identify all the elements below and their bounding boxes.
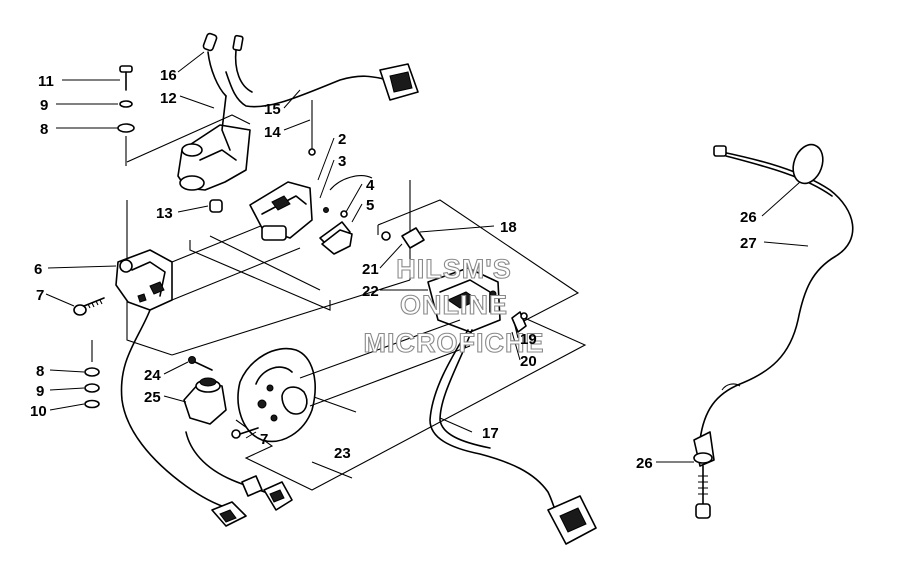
callout-9: 9 xyxy=(40,97,48,114)
callout-25: 25 xyxy=(144,389,161,406)
callout-17: 17 xyxy=(482,425,499,442)
screw-7-lower xyxy=(231,427,259,439)
callout-24: 24 xyxy=(144,367,161,384)
callout-15: 15 xyxy=(264,101,281,118)
callout-11: 11 xyxy=(38,73,54,90)
screw-7-upper xyxy=(73,297,105,316)
handlebar-switch xyxy=(183,319,471,443)
callout-26-lower: 26 xyxy=(636,455,653,472)
bracket-parts-3-4-5 xyxy=(321,175,373,255)
callout-20: 20 xyxy=(520,353,537,370)
callout-22: 22 xyxy=(362,283,379,300)
fasteners-upper xyxy=(117,65,135,166)
switch-housing xyxy=(249,181,351,249)
callout-10: 10 xyxy=(30,403,47,420)
bracket-assembly xyxy=(115,209,331,311)
wire-lower-left xyxy=(120,309,293,527)
callout-5: 5 xyxy=(366,197,374,214)
callout-14: 14 xyxy=(264,124,281,141)
callout-26-upper: 26 xyxy=(740,209,757,226)
callout-4: 4 xyxy=(366,177,375,194)
callout-16: 16 xyxy=(160,67,177,84)
callout-12: 12 xyxy=(160,90,177,107)
watermark: HILSM'S ONLINE MICROFICHE xyxy=(363,253,545,358)
screw-24 xyxy=(188,356,213,371)
throttle-cable xyxy=(693,143,854,519)
callout-13: 13 xyxy=(156,205,173,222)
wire-harness-top xyxy=(202,32,419,156)
fasteners-lower xyxy=(84,340,100,409)
upper-arm xyxy=(177,124,251,213)
leader-lines xyxy=(45,51,809,463)
callout-9-lower: 9 xyxy=(36,383,44,400)
callout-27: 27 xyxy=(740,235,757,252)
watermark-line-3: MICROFICHE xyxy=(364,328,545,358)
wire-17 xyxy=(429,329,597,545)
callout-3: 3 xyxy=(338,153,346,170)
callout-labels: 11 9 8 16 12 15 14 2 3 4 5 13 6 7 18 21 … xyxy=(30,67,757,472)
callout-18: 18 xyxy=(500,219,517,236)
watermark-line-1: HILSM'S xyxy=(396,254,511,284)
callout-7-lower: 7 xyxy=(260,431,268,448)
callout-8-lower: 8 xyxy=(36,363,44,380)
callout-2: 2 xyxy=(338,131,346,148)
callout-6: 6 xyxy=(34,261,42,278)
callout-21: 21 xyxy=(362,261,379,278)
callout-23: 23 xyxy=(334,445,351,462)
callout-19: 19 xyxy=(520,331,537,348)
callout-8: 8 xyxy=(40,121,48,138)
watermark-line-2: ONLINE xyxy=(400,290,508,320)
throttle-case xyxy=(381,227,528,333)
callout-7: 7 xyxy=(36,287,44,304)
